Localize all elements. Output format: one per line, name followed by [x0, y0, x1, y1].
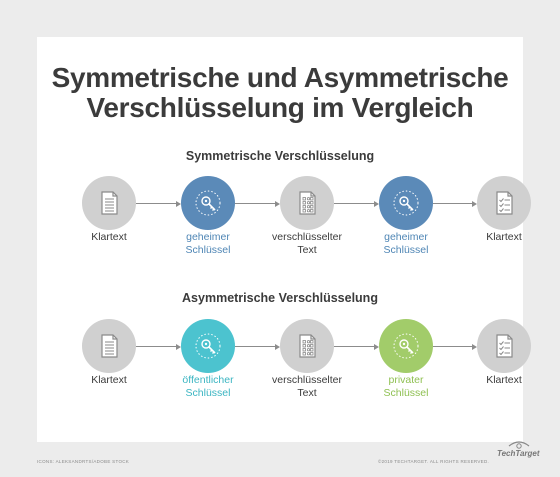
node-label-line: Klartext	[486, 231, 522, 243]
copyright-notice: ©2019 TECHTARGET. ALL RIGHTS RESERVED.	[378, 459, 490, 464]
flow-connector	[235, 203, 276, 204]
page-title-line-1: Symmetrische und Asymmetrische	[51, 62, 509, 93]
checklist-document-icon	[496, 334, 513, 358]
node-label: Klartext	[459, 231, 549, 244]
infographic-card: Symmetrische und Asymmetrische Verschlüs…	[37, 37, 531, 442]
arrow-head-icon	[472, 200, 477, 207]
node-label: Klartext	[459, 374, 549, 387]
node-label-line: Klartext	[91, 231, 127, 243]
flow-connector	[334, 203, 375, 204]
flow-connector	[334, 346, 375, 347]
node-label-line: Schlüssel	[185, 244, 231, 256]
section-heading-asymmetric: Asymmetrische Verschlüsselung	[182, 291, 378, 305]
node-label-line: Text	[297, 387, 317, 399]
node-label-line: geheimer	[186, 231, 230, 243]
flow-node	[379, 176, 433, 230]
node-label-line: Klartext	[486, 374, 522, 386]
flow-node	[477, 176, 531, 230]
key-icon	[195, 333, 221, 359]
key-icon	[393, 190, 419, 216]
node-label: Klartext	[64, 231, 154, 244]
checklist-document-icon	[496, 191, 513, 215]
flow-node	[280, 176, 334, 230]
flow-connector	[136, 346, 177, 347]
flow-connector	[136, 203, 177, 204]
techtarget-logo: TechTarget	[497, 449, 540, 458]
encrypted-document-icon	[299, 334, 316, 358]
flow-connector	[235, 346, 276, 347]
icon-credit: ICONS: ALEKSANDRTS/ADOBE STOCK	[37, 459, 130, 464]
flow-node	[181, 319, 235, 373]
flow-node	[181, 176, 235, 230]
document-icon	[101, 191, 118, 215]
flow-connector	[433, 346, 473, 347]
flow-node	[379, 319, 433, 373]
node-label-line: Text	[297, 244, 317, 256]
arrow-head-icon	[374, 343, 379, 350]
arrow-head-icon	[374, 200, 379, 207]
node-label-line: privater	[388, 374, 424, 386]
arrow-head-icon	[176, 200, 181, 207]
flow-node	[82, 176, 136, 230]
techtarget-logo-icon	[508, 441, 530, 449]
flow-node	[280, 319, 334, 373]
node-label-line: geheimer	[384, 231, 428, 243]
flow-connector	[433, 203, 473, 204]
node-label-line: Schlüssel	[185, 387, 231, 399]
node-label-line: Schlüssel	[383, 244, 429, 256]
arrow-head-icon	[275, 343, 280, 350]
flow-node	[477, 319, 531, 373]
key-icon	[393, 333, 419, 359]
encrypted-document-icon	[299, 191, 316, 215]
arrow-head-icon	[275, 200, 280, 207]
page-title-line-2: Verschlüsselung im Vergleich	[86, 92, 474, 123]
node-label-line: verschlüsselter	[271, 374, 343, 386]
node-label-line: Klartext	[91, 374, 127, 386]
key-icon	[195, 190, 221, 216]
node-label: Klartext	[64, 374, 154, 387]
arrow-head-icon	[176, 343, 181, 350]
node-label-line: öffentlicher	[182, 374, 234, 386]
section-heading-symmetric: Symmetrische Verschlüsselung	[185, 149, 375, 163]
arrow-head-icon	[472, 343, 477, 350]
node-label-line: verschlüsselter	[271, 231, 343, 243]
node-label-line: Schlüssel	[383, 387, 429, 399]
document-icon	[101, 334, 118, 358]
flow-node	[82, 319, 136, 373]
